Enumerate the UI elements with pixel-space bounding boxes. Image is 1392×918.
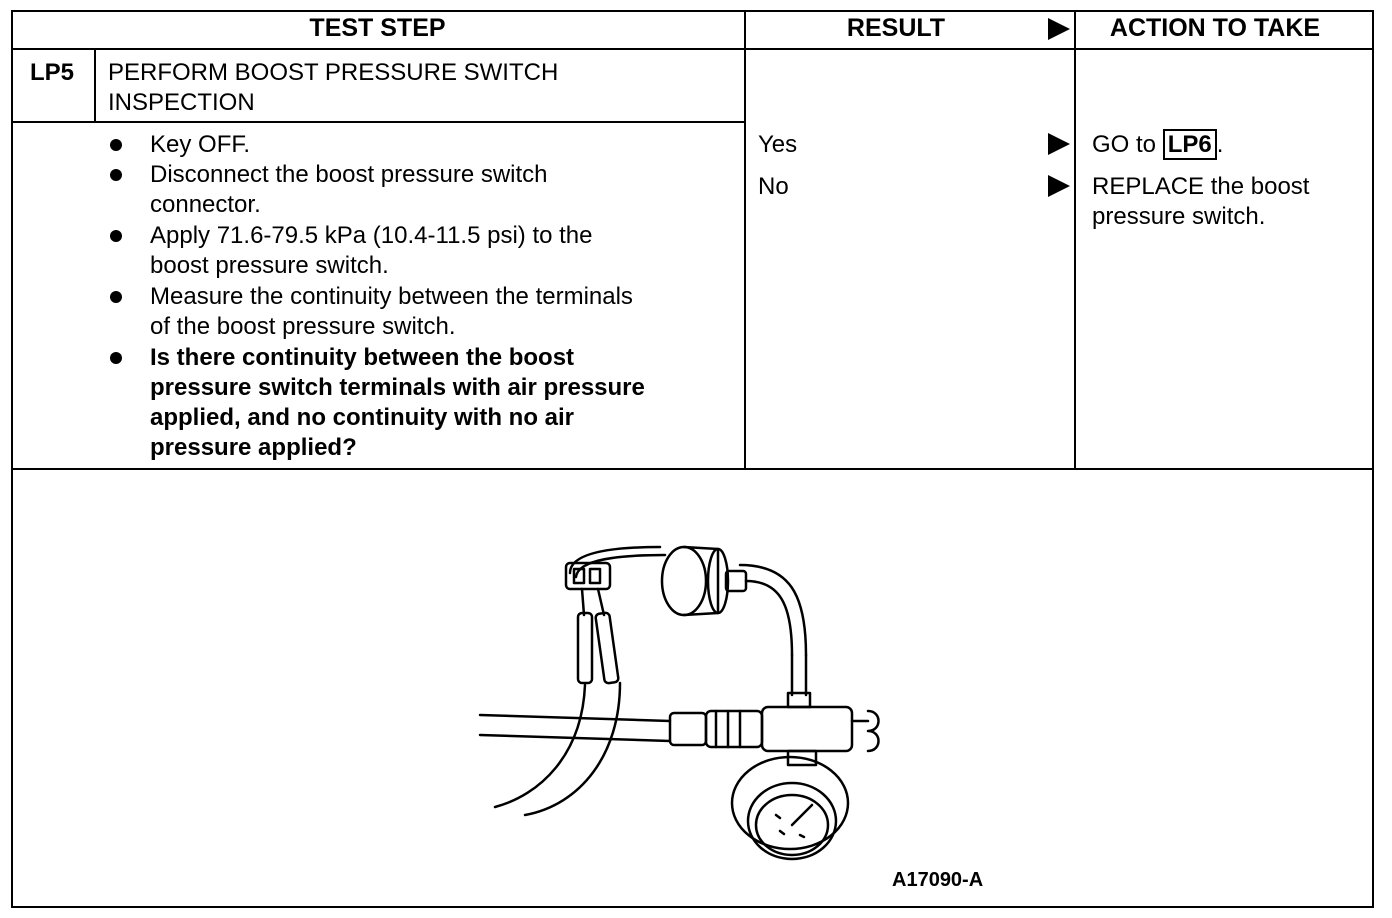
divider-col-result [744,10,746,470]
action-no-line1: REPLACE the boost [1092,173,1310,200]
step-title-underline [11,121,746,123]
harness-wire-icon [568,545,662,575]
boost-pressure-switch-test-illustration [478,545,880,861]
air-supply-hose-icon [478,713,672,723]
action-yes-ref-link[interactable]: LP6 [1162,129,1217,160]
bullet-icon [110,139,122,151]
action-yes: GO to LP6. [1092,129,1224,160]
step-title-line2: INSPECTION [108,89,255,116]
table-frame [11,10,1374,908]
pressure-gauge-icon [730,755,850,851]
step-id: LP5 [30,59,75,86]
bullet-1-line1: Key OFF. [150,131,251,158]
header-result: RESULT [846,14,946,42]
result-no: No [758,173,789,200]
divider-col-action [1074,10,1076,470]
bullet-4-line1: Measure the continuity between the termi… [150,283,633,310]
figure-code: A17090-A [892,869,984,891]
bullet-icon [110,169,122,181]
bullet-icon [110,230,122,242]
header-test-step: TEST STEP [309,14,446,42]
result-yes-arrow-icon [1048,133,1070,155]
action-yes-prefix: GO to [1092,131,1157,158]
result-yes: Yes [758,131,798,158]
divider-step-id [94,50,96,122]
bullet-5-line2: pressure switch terminals with air press… [150,374,645,401]
bullet-2-line2: connector. [150,191,261,218]
header-underline [11,48,1374,50]
boost-pressure-switch-icon [660,545,708,617]
figure-top-line [11,468,1374,470]
bullet-3-line1: Apply 71.6-79.5 kPa (10.4-11.5 psi) to t… [150,222,593,249]
bullet-3-line2: boost pressure switch. [150,252,389,279]
bullet-5-line1: Is there continuity between the boost [150,344,575,371]
step-title-line1: PERFORM BOOST PRESSURE SWITCH [108,59,559,86]
tee-fitting-icon [760,705,854,753]
header-action: ACTION TO TAKE [1109,14,1321,42]
bullet-icon [110,352,122,364]
bullet-5-line4: pressure applied? [150,434,357,461]
header-arrow-icon [1048,18,1070,40]
bullet-icon [110,291,122,303]
bullet-2-line1: Disconnect the boost pressure switch [150,161,548,188]
bullet-4-line2: of the boost pressure switch. [150,313,456,340]
action-yes-suffix: . [1216,131,1224,158]
result-no-arrow-icon [1048,175,1070,197]
bullet-5-line3: applied, and no continuity with no air [150,404,574,431]
action-no-line2: pressure switch. [1092,203,1266,230]
test-lead-wire-icon [493,683,587,809]
test-lead-probe-icon [576,611,594,685]
connector-icon [564,561,612,591]
